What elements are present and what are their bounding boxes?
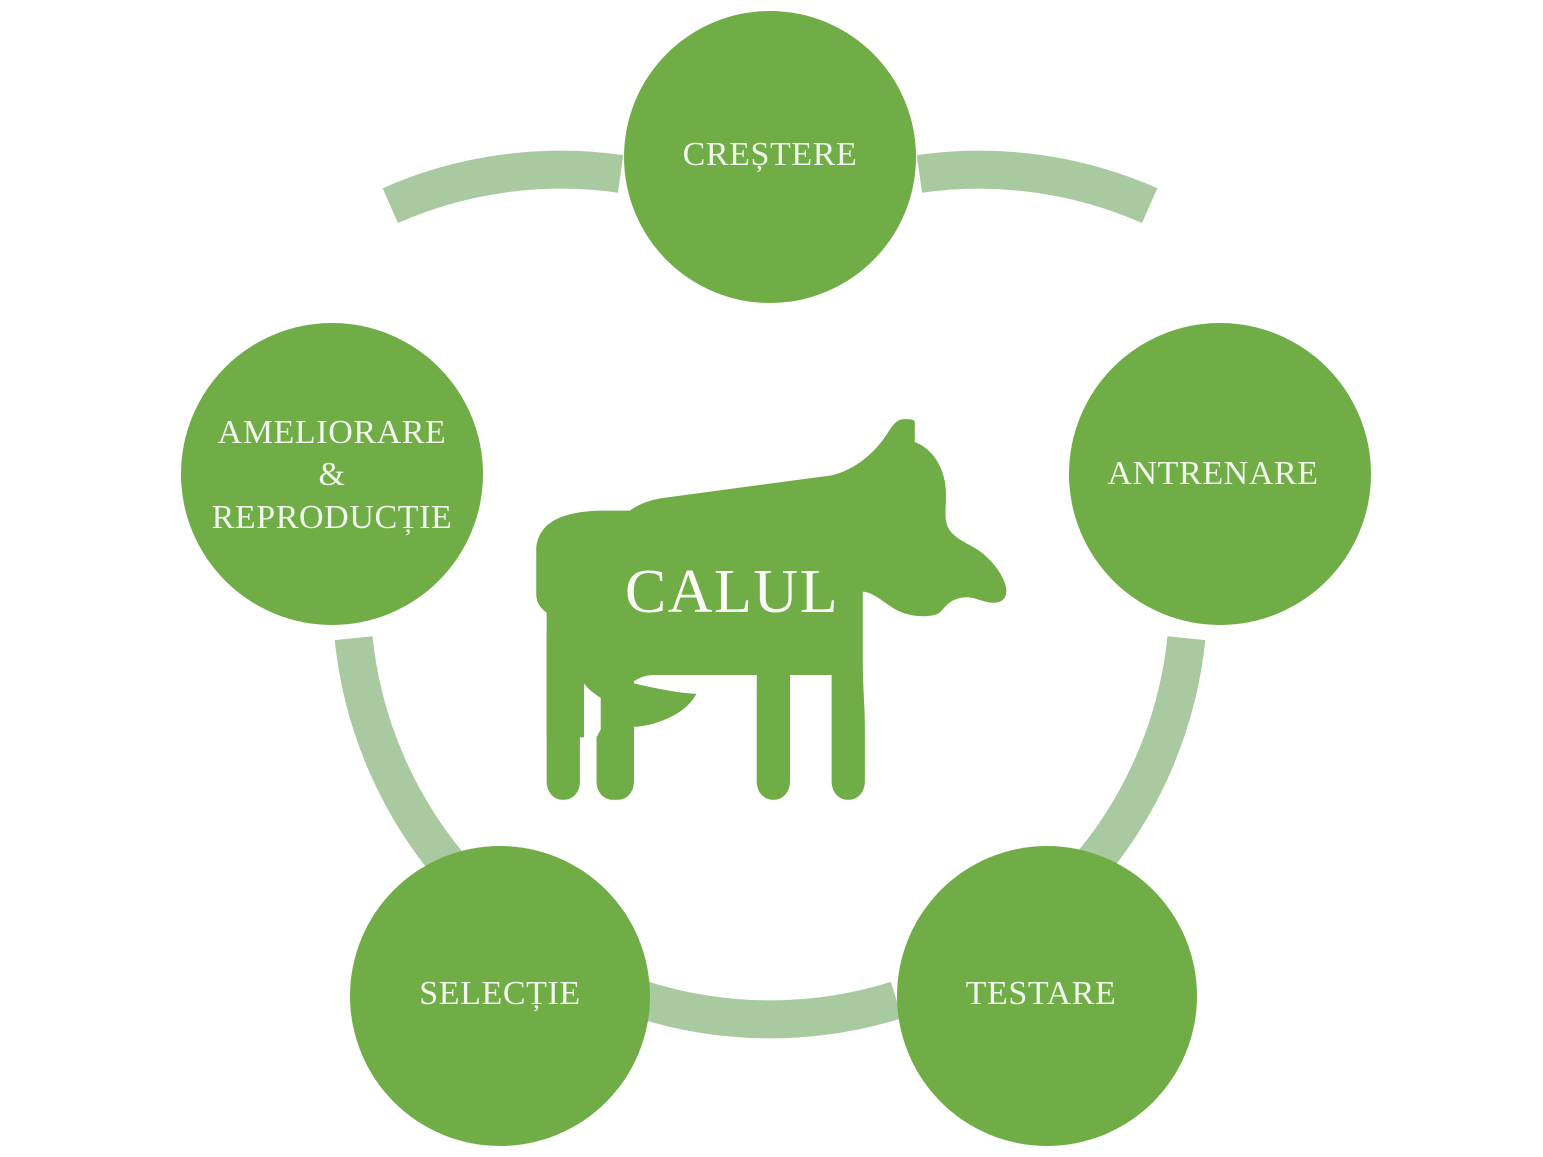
node-label-selectie: SELECȚIE (419, 975, 581, 1012)
ring-arc-crestere-antrenare (916, 150, 1158, 224)
node-label-ameliorare-line3: REPRODUCȚIE (212, 499, 453, 536)
node-ameliorare[interactable]: AMELIORARE & REPRODUCȚIE (181, 323, 483, 625)
node-label-crestere: CREȘTERE (683, 136, 858, 173)
node-label-ameliorare-line1: AMELIORARE (218, 414, 447, 451)
node-antrenare[interactable]: ANTRENARE (1069, 323, 1371, 625)
node-crestere[interactable]: CREȘTERE (624, 11, 916, 303)
horse-icon (536, 419, 1007, 800)
ring-arc-selectie-ameliorare (334, 636, 474, 891)
ring-arc-antrenare-testare (1066, 636, 1206, 891)
ring-arc-testare-selectie (637, 981, 903, 1039)
node-selectie[interactable]: SELECȚIE (350, 846, 650, 1146)
node-circle-testare[interactable] (897, 846, 1197, 1146)
center-label-calul: CALUL (625, 558, 839, 626)
node-circle-selectie[interactable] (350, 846, 650, 1146)
node-label-antrenare: ANTRENARE (1107, 455, 1318, 492)
node-circle-ameliorare[interactable] (181, 323, 483, 625)
ring-arc-ameliorare-crestere (382, 150, 624, 224)
node-label-testare: TESTARE (966, 975, 1117, 1012)
ring-arc-group (334, 150, 1206, 1039)
node-circle-antrenare[interactable] (1069, 323, 1371, 625)
node-label-ameliorare-ampersand: & (318, 456, 345, 493)
node-circle-crestere[interactable] (624, 11, 916, 303)
node-testare[interactable]: TESTARE (897, 846, 1197, 1146)
